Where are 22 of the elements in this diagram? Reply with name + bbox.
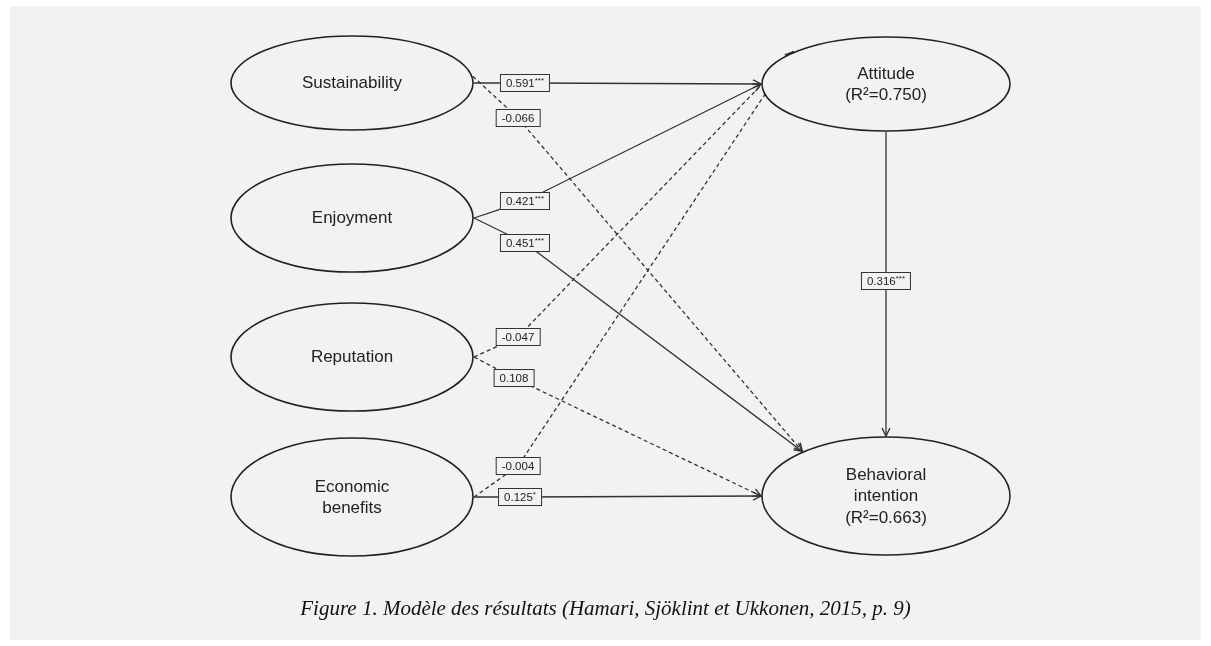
construct-label: Sustainability [300, 72, 404, 94]
path-coefficient: 0.591$^{***}$ [499, 74, 551, 92]
path-coefficient: 0.421$^{***}$ [499, 192, 551, 210]
construct-label: Reputation [309, 346, 395, 368]
construct-label: Behavioral intention (R²=0.663) [844, 464, 928, 528]
path-coefficient: 0.451$^{***}$ [499, 234, 551, 252]
path-arrow [881, 131, 891, 437]
path-arrow [473, 51, 794, 358]
path-arrow [473, 356, 762, 497]
path-coefficient: -0.066 [495, 109, 541, 127]
path-coefficient: 0.316$^{***}$ [860, 272, 912, 290]
path-coefficient: -0.047 [495, 328, 541, 346]
construct-label: Economic benefits [313, 475, 391, 519]
path-coefficient: 0.125$^{*}$ [498, 488, 542, 506]
path-arrow [473, 51, 794, 498]
path-arrow [473, 217, 804, 453]
path-coefficient: -0.004 [495, 457, 541, 475]
path-arrow [472, 75, 804, 453]
path-coefficient: 0.108 [493, 369, 535, 387]
figure-caption: Figure 1. Modèle des résultats (Hamari, Sjöklint et Ukkonen, 2015, p. 9) [299, 596, 912, 621]
construct-label: Attitude (R²=0.750) [844, 62, 928, 106]
construct-label: Enjoyment [310, 207, 394, 229]
